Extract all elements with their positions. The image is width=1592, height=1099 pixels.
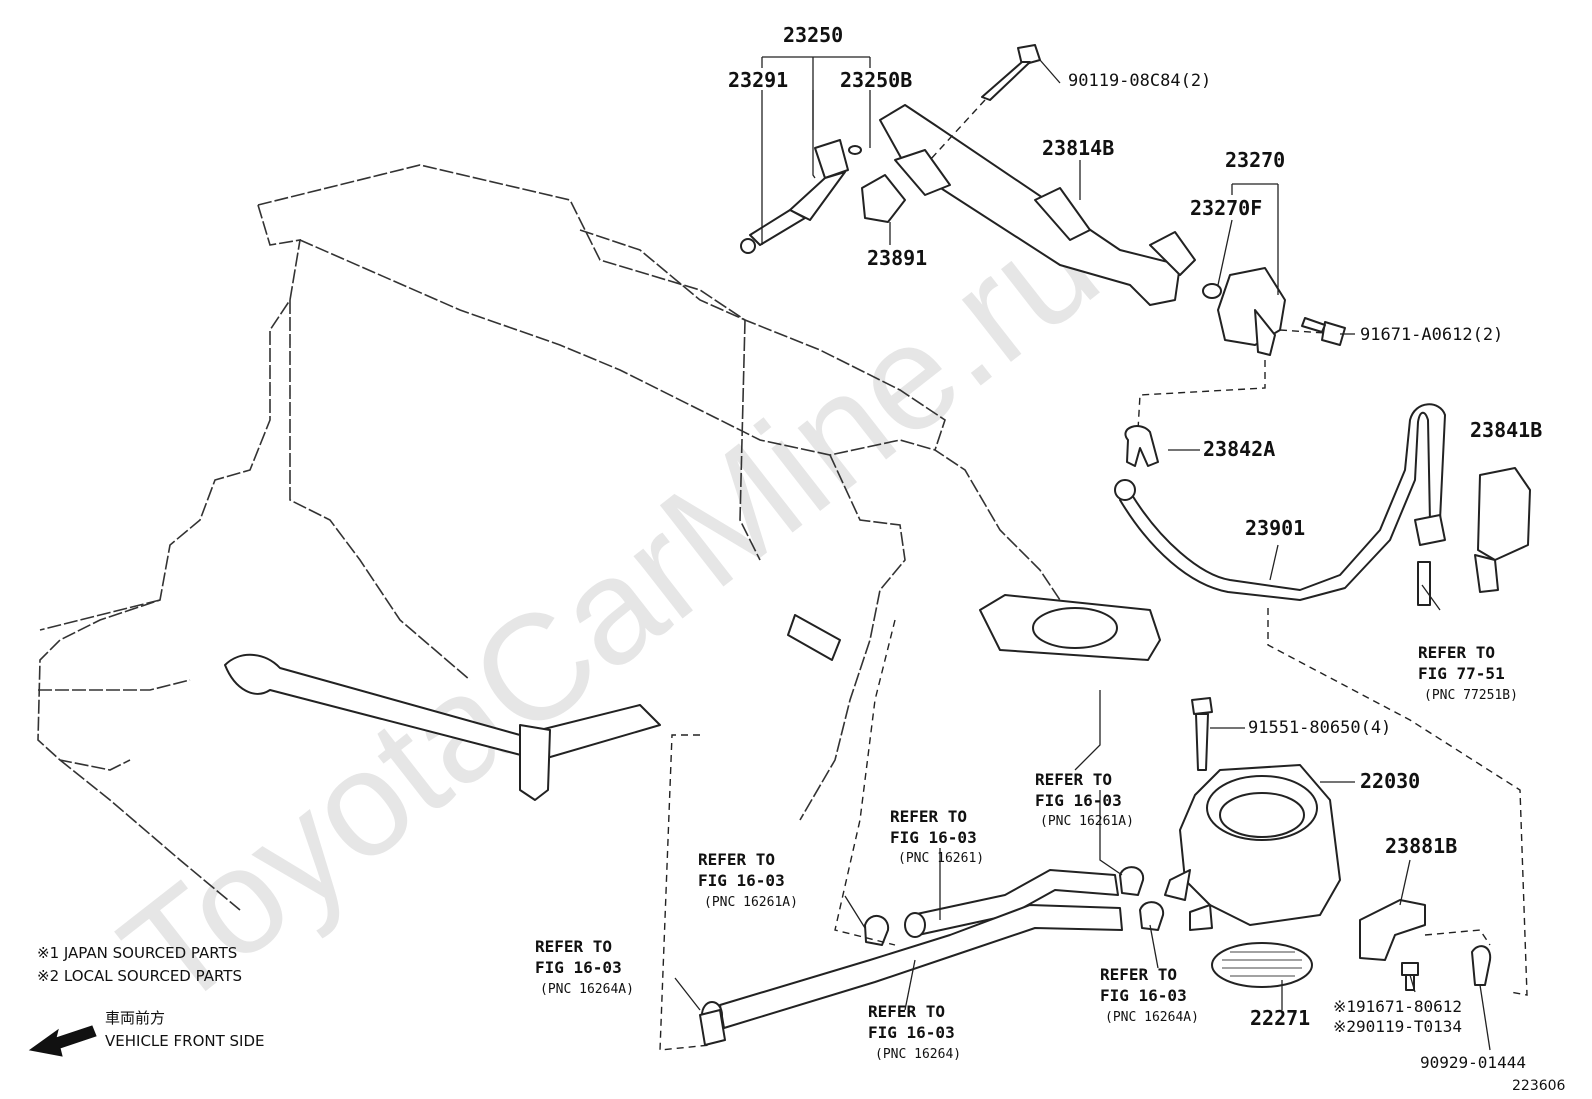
- ref-pnc-16261A-left: REFER TO FIG 16-03 (PNC 16261A): [698, 850, 798, 910]
- label-22271: 22271: [1250, 1006, 1310, 1030]
- fuel-hose-23901: [1114, 403, 1446, 601]
- insulator-23891: [861, 174, 906, 223]
- figure-number: 223606: [1512, 1078, 1566, 1094]
- hose-clip-1: [864, 915, 890, 946]
- fuel-injector: [740, 139, 849, 254]
- svg-text:REFER TO: REFER TO: [868, 1002, 945, 1021]
- svg-text:REFER TO: REFER TO: [698, 850, 775, 869]
- front-label-en: VEHICLE FRONT SIDE: [105, 1032, 265, 1050]
- water-hoses: [699, 869, 1123, 1046]
- note-local-sourced: ※2 LOCAL SOURCED PARTS: [37, 967, 242, 985]
- label-23291: 23291: [728, 68, 788, 92]
- label-23270F: 23270F: [1190, 196, 1262, 220]
- bolt-fit-line-2: [1279, 329, 1326, 334]
- label-23881B: 23881B: [1385, 834, 1457, 858]
- gasket-22271: [1211, 942, 1313, 988]
- label-23270: 23270: [1225, 148, 1285, 172]
- svg-text:REFER TO: REFER TO: [1418, 643, 1495, 662]
- fuel-delivery-pipe: [879, 104, 1196, 306]
- bolt-91551-80650: [1191, 697, 1213, 771]
- label-22030: 22030: [1360, 769, 1420, 793]
- label-23901: 23901: [1245, 516, 1305, 540]
- svg-text:(PNC 16264A): (PNC 16264A): [540, 982, 634, 997]
- hose-connector-23841B: [1474, 467, 1531, 593]
- bracket-23881B: [1359, 899, 1426, 961]
- svg-text:(PNC 77251B): (PNC 77251B): [1424, 688, 1518, 703]
- bracket-route-line: [1424, 929, 1491, 946]
- ref-pnc-16261: REFER TO FIG 16-03 (PNC 16261): [890, 807, 984, 866]
- note-japan-sourced: ※1 JAPAN SOURCED PARTS: [37, 944, 237, 962]
- o-ring-23250B: [848, 145, 862, 155]
- label-90929-01444: 90929-01444: [1420, 1053, 1526, 1072]
- label-23250: 23250: [783, 23, 843, 47]
- pipe-77251B: [1417, 561, 1431, 606]
- hose-stub-center: [787, 614, 841, 661]
- hose-route-line-2: [659, 734, 711, 1051]
- label-91671-80612: ※191671-80612: [1333, 997, 1462, 1016]
- label-91551-80650: 91551-80650(4): [1248, 718, 1391, 738]
- svg-text:REFER TO: REFER TO: [890, 807, 967, 826]
- ref-pnc-16264: REFER TO FIG 16-03 (PNC 16264): [868, 1002, 961, 1062]
- coolant-pipe-left: [224, 653, 661, 801]
- throttle-body-22030: [1164, 764, 1341, 931]
- clip-23842A: [1124, 425, 1159, 467]
- bolt-90119-08C84: [981, 44, 1041, 101]
- leader-lines: [674, 56, 1491, 1051]
- intake-flange: [979, 594, 1161, 661]
- svg-text:(PNC 16264): (PNC 16264): [875, 1047, 961, 1062]
- hose-fit-line: [1137, 360, 1266, 431]
- hose-clip-2: [1119, 866, 1145, 896]
- ref-pnc-16264A-right: REFER TO FIG 16-03 (PNC 16264A): [1100, 965, 1199, 1025]
- svg-text:REFER TO: REFER TO: [1035, 770, 1112, 789]
- svg-text:FIG 16-03: FIG 16-03: [868, 1023, 955, 1042]
- svg-text:FIG 16-03: FIG 16-03: [1100, 986, 1187, 1005]
- hose-route-line-3: [1267, 608, 1528, 996]
- svg-text:FIG 77-51: FIG 77-51: [1418, 664, 1505, 683]
- hose-clip-3: [1139, 901, 1165, 931]
- svg-text:FIG 16-03: FIG 16-03: [1035, 791, 1122, 810]
- ref-fig-77-51: REFER TO FIG 77-51 (PNC 77251B): [1418, 643, 1518, 703]
- svg-text:(PNC 16261A): (PNC 16261A): [1040, 814, 1134, 829]
- label-23842A: 23842A: [1203, 437, 1275, 461]
- hose-route-line-1: [834, 619, 896, 946]
- clamp-90929-01444: [1471, 945, 1492, 986]
- svg-text:REFER TO: REFER TO: [1100, 965, 1177, 984]
- svg-text:(PNC 16264A): (PNC 16264A): [1105, 1010, 1199, 1025]
- svg-text:FIG 16-03: FIG 16-03: [890, 828, 977, 847]
- label-23891: 23891: [867, 246, 927, 270]
- front-label-jp: 車両前方: [105, 1009, 165, 1027]
- label-91671-A0612: 91671-A0612(2): [1360, 325, 1503, 345]
- label-90119-T0134: ※290119-T0134: [1333, 1017, 1462, 1036]
- vehicle-front-arrow-icon: [28, 1025, 97, 1057]
- engine-outline: [37, 164, 1061, 911]
- bolt-fit-line: [929, 99, 986, 161]
- ref-pnc-16261A-upper: REFER TO FIG 16-03 (PNC 16261A): [1035, 770, 1134, 829]
- label-23841B: 23841B: [1470, 418, 1542, 442]
- ref-pnc-16264A-left: REFER TO FIG 16-03 (PNC 16264A): [535, 937, 634, 997]
- svg-text:(PNC 16261A): (PNC 16261A): [704, 895, 798, 910]
- o-ring-23270F: [1202, 283, 1222, 299]
- svg-text:FIG 16-03: FIG 16-03: [698, 871, 785, 890]
- label-23250B: 23250B: [840, 68, 912, 92]
- svg-text:FIG 16-03: FIG 16-03: [535, 958, 622, 977]
- label-23814B: 23814B: [1042, 136, 1114, 160]
- label-90119-08C84: 90119-08C84(2): [1068, 71, 1211, 91]
- svg-text:(PNC 16261): (PNC 16261): [898, 851, 984, 866]
- fuel-pipe-cover-23270: [1217, 267, 1286, 356]
- svg-text:REFER TO: REFER TO: [535, 937, 612, 956]
- bolt-91671-A0612: [1301, 317, 1346, 346]
